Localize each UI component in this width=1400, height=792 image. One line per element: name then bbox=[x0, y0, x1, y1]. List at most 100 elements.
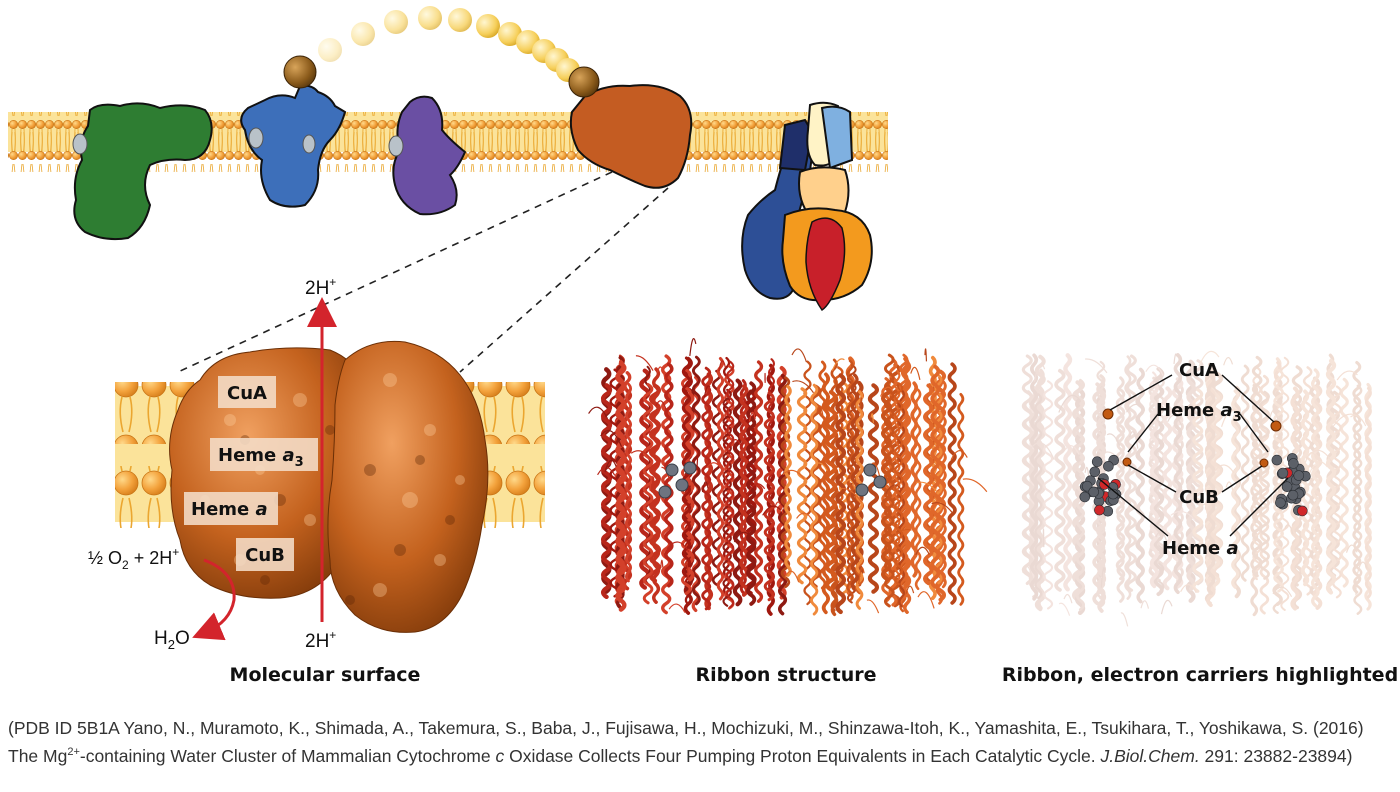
heme-atom bbox=[1288, 458, 1299, 469]
complex-ii-quinone bbox=[388, 135, 404, 157]
ribbon-loop bbox=[888, 529, 912, 543]
proton-top-label: 2H+ bbox=[305, 275, 336, 299]
complex-i bbox=[73, 102, 213, 241]
ribbon-helix bbox=[1043, 380, 1054, 610]
ribbon-loop bbox=[1063, 593, 1073, 604]
ribbon-helix bbox=[1154, 376, 1165, 582]
ribbon-loop bbox=[859, 397, 863, 408]
svg-text:Heme a3: Heme a3 bbox=[218, 445, 304, 470]
label-heme-a-surface: Heme a bbox=[184, 492, 278, 525]
heme-atom bbox=[1275, 497, 1286, 509]
ribbon-helix bbox=[835, 373, 847, 615]
ribbon-loop bbox=[950, 450, 968, 461]
ribbon-helix bbox=[746, 381, 757, 606]
ribbon-helix bbox=[880, 383, 892, 581]
ribbon-helix bbox=[796, 387, 808, 585]
ribbon-loop bbox=[1350, 414, 1367, 427]
ribbon-loop bbox=[916, 481, 940, 495]
ribbon-helix bbox=[1353, 384, 1363, 615]
ribbon-loop bbox=[1170, 510, 1196, 521]
ribbon-helix bbox=[1021, 354, 1033, 585]
ribbon-loop bbox=[706, 462, 728, 483]
ribbon-helix bbox=[1192, 388, 1204, 593]
ribbon-loop bbox=[782, 469, 805, 480]
ribbon-helix bbox=[1153, 366, 1164, 597]
ribbon-loop bbox=[1307, 449, 1333, 463]
ribbon-helix bbox=[642, 383, 654, 605]
ribbon-loop bbox=[910, 366, 921, 381]
ribbon-faded bbox=[1021, 350, 1372, 627]
ribbon-helix bbox=[726, 360, 735, 609]
ribbon-loop bbox=[1220, 408, 1241, 428]
ribbon-loop bbox=[1357, 561, 1368, 574]
ribbon-loop bbox=[1058, 602, 1071, 616]
ribbon-helix bbox=[1192, 359, 1204, 586]
ribbon-loop bbox=[728, 439, 742, 449]
ribbon-helix bbox=[894, 382, 904, 586]
ribbon-helix bbox=[1135, 386, 1145, 596]
ribbon-loop bbox=[651, 476, 655, 486]
complex-iv bbox=[569, 84, 693, 189]
ribbon-helix bbox=[1231, 389, 1240, 589]
ribbon-helix bbox=[1329, 390, 1340, 578]
ribbon-helix bbox=[722, 388, 732, 607]
ribbon-helix bbox=[1023, 390, 1033, 584]
ribbon-helix bbox=[1325, 358, 1337, 595]
ribbon-helix bbox=[867, 383, 880, 594]
ribbon-loop bbox=[660, 559, 664, 568]
heme-atom bbox=[1089, 466, 1101, 478]
ribbon-loop bbox=[810, 462, 828, 471]
panel-title-highlighted: Ribbon, electron carriers highlighted bbox=[1002, 664, 1398, 686]
complex-ii bbox=[392, 95, 467, 216]
ribbon-helix bbox=[883, 353, 895, 608]
ribbon-helix bbox=[780, 376, 791, 589]
ribbon-helix bbox=[625, 382, 632, 583]
ribbon-helix bbox=[1309, 376, 1321, 597]
ribbon-helix bbox=[615, 361, 627, 612]
ribbon-heme-atom bbox=[675, 478, 689, 492]
ribbon-helix bbox=[1028, 385, 1038, 585]
ribbon-helix bbox=[1252, 366, 1262, 581]
heme-atom bbox=[1271, 454, 1283, 466]
ribbon-helix bbox=[600, 383, 613, 600]
ribbon-loop bbox=[1228, 409, 1239, 420]
ribbon-loop bbox=[796, 512, 814, 522]
ribbon-helix bbox=[1352, 360, 1362, 594]
cub-atom-right bbox=[1259, 458, 1269, 468]
ribbon-helix bbox=[1250, 383, 1259, 617]
ribbon-loop bbox=[858, 567, 865, 585]
ribbon-helix bbox=[1312, 384, 1323, 610]
ribbon-heme-atom bbox=[683, 461, 697, 475]
ribbon-loop bbox=[1155, 531, 1170, 550]
ribbon-loop bbox=[917, 591, 935, 609]
ribbon-helix bbox=[1136, 367, 1145, 604]
ribbon-loop bbox=[1223, 356, 1234, 366]
ribbon-heme-atom bbox=[855, 483, 869, 497]
ribbon-loop bbox=[880, 386, 894, 397]
label-cub-highlight: CuB bbox=[1179, 487, 1219, 508]
ribbon-helix bbox=[1205, 369, 1216, 593]
ribbon-helix bbox=[652, 367, 661, 604]
ribbon-loop bbox=[1120, 612, 1129, 627]
ribbon-loop bbox=[870, 413, 874, 423]
ribbon-helix bbox=[947, 362, 957, 605]
ribbon-loop bbox=[1173, 353, 1178, 365]
ribbon-helix bbox=[914, 388, 922, 591]
ribbon-heme-atom bbox=[665, 463, 679, 477]
cytochrome-c-path bbox=[318, 6, 580, 82]
svg-text:CuB: CuB bbox=[245, 545, 285, 566]
ribbon-loop bbox=[1126, 403, 1146, 413]
ribbon-loop bbox=[588, 406, 609, 420]
leader-lines bbox=[1097, 374, 1289, 537]
ribbon-loop bbox=[885, 484, 902, 495]
ribbon-helix bbox=[691, 355, 701, 606]
oxygen-arrow bbox=[192, 558, 236, 641]
ribbon-helix bbox=[1364, 382, 1372, 611]
oxygen-label: ½ O2 + 2H+ bbox=[88, 545, 179, 572]
zoom-line-right bbox=[459, 187, 669, 373]
ribbon-loop bbox=[1332, 413, 1356, 427]
ribbon-helix bbox=[1339, 377, 1349, 588]
ribbon-loop bbox=[1284, 524, 1294, 535]
ribbon-helix bbox=[1240, 364, 1250, 582]
ribbon-helix bbox=[1273, 368, 1284, 593]
